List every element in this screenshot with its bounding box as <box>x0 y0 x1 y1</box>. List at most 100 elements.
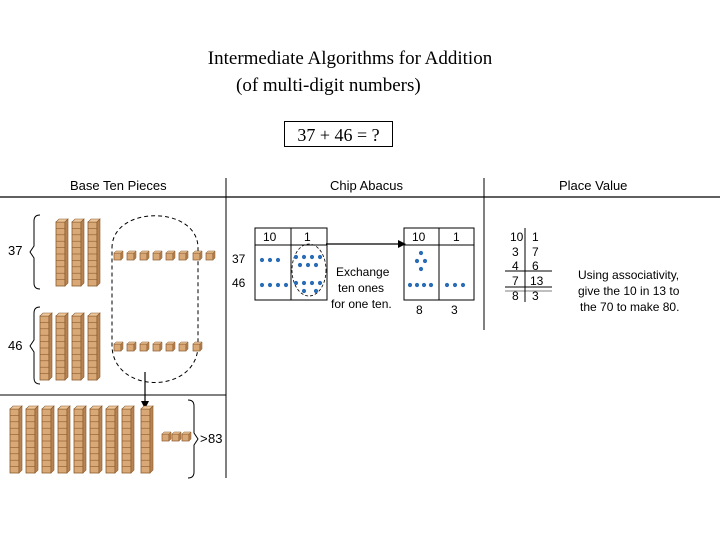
chip <box>267 257 273 263</box>
pv-note-1: Using associativity, <box>578 268 680 282</box>
column-header-base-ten: Base Ten Pieces <box>70 178 167 193</box>
chip <box>267 282 273 288</box>
unit-cube <box>165 250 176 261</box>
title-line-2: (of multi-digit numbers) <box>236 75 421 96</box>
ten-rod <box>73 405 87 474</box>
abacus-row-37: 37 <box>232 252 246 266</box>
chip <box>407 282 413 288</box>
chip <box>452 282 458 288</box>
chip <box>309 254 315 260</box>
unit-cube <box>181 431 192 442</box>
chip <box>309 280 315 286</box>
chip <box>293 280 299 286</box>
chip <box>414 282 420 288</box>
abacus-left-tens-header: 10 <box>263 230 277 244</box>
label-83: 83 <box>208 431 223 446</box>
pv-header-ones: 1 <box>532 230 539 244</box>
exchange-text-2: ten ones <box>338 281 385 295</box>
pv-row-3-ones: 13 <box>530 274 544 288</box>
unit-cube <box>192 250 203 261</box>
chip <box>313 262 319 268</box>
ten-rod <box>87 312 101 381</box>
ten-rod <box>71 312 85 381</box>
unit-cube <box>192 341 203 352</box>
chip <box>297 262 303 268</box>
ten-rod <box>57 405 71 474</box>
unit-cube <box>139 250 150 261</box>
chip <box>305 262 311 268</box>
unit-cube <box>178 341 189 352</box>
ten-rod <box>121 405 135 474</box>
ten-rod <box>9 405 23 474</box>
ten-rod <box>41 405 55 474</box>
ten-rod <box>71 218 85 287</box>
chip <box>317 254 323 260</box>
pv-row-3-tens: 7 <box>512 274 519 288</box>
pv-note-2: give the 10 in 13 to <box>578 284 680 298</box>
pv-row-1-ones: 7 <box>532 245 539 259</box>
abacus-left-ones-header: 1 <box>304 230 311 244</box>
exchange-arrow-head <box>398 240 406 248</box>
unit-cube <box>113 250 124 261</box>
abacus-result-ones: 3 <box>451 303 458 317</box>
ten-rod <box>55 312 69 381</box>
chip <box>301 254 307 260</box>
chip <box>313 288 319 294</box>
chip <box>460 282 466 288</box>
ten-rod <box>25 405 39 474</box>
ten-rod <box>105 405 119 474</box>
ten-rod <box>89 405 103 474</box>
abacus-right-ones-header: 1 <box>453 230 460 244</box>
equation-box: 37 + 46 = ? <box>284 121 393 147</box>
chip <box>418 266 424 272</box>
abacus-row-46: 46 <box>232 276 246 290</box>
chip <box>301 280 307 286</box>
unit-cube <box>139 341 150 352</box>
pv-row-2-ones: 6 <box>532 259 539 273</box>
chip <box>283 282 289 288</box>
unit-cube <box>161 431 172 442</box>
pv-row-4-tens: 8 <box>512 289 519 303</box>
chip <box>317 280 323 286</box>
chip <box>422 258 428 264</box>
unit-cube <box>178 250 189 261</box>
pv-row-1-tens: 3 <box>512 245 519 259</box>
unit-cube <box>205 250 216 261</box>
chip <box>418 250 424 256</box>
unit-cube <box>113 341 124 352</box>
loop-arrow-head <box>141 401 149 409</box>
bracket-46 <box>29 306 41 385</box>
title-line-1: Intermediate Algorithms for Addition <box>207 48 493 69</box>
chip <box>275 282 281 288</box>
column-header-chip-abacus: Chip Abacus <box>330 178 403 193</box>
label-83-arrow: > <box>200 431 208 446</box>
unit-cube <box>171 431 182 442</box>
abacus-right-tens-header: 10 <box>412 230 426 244</box>
chip <box>293 254 299 260</box>
bracket-83 <box>187 399 199 479</box>
pv-note-3: the 70 to make 80. <box>580 300 680 314</box>
chip <box>301 288 307 294</box>
dashed-loop <box>111 215 199 383</box>
chip <box>414 258 420 264</box>
ten-rod <box>39 312 53 381</box>
chip <box>259 282 265 288</box>
unit-cube <box>165 341 176 352</box>
chip <box>444 282 450 288</box>
bracket-37 <box>29 214 41 290</box>
ten-rod <box>55 218 69 287</box>
ten-rod <box>87 218 101 287</box>
ten-rod <box>140 405 154 474</box>
abacus-ones-dashed-circle <box>291 243 327 297</box>
unit-cube <box>152 341 163 352</box>
chip <box>421 282 427 288</box>
unit-cube <box>126 341 137 352</box>
pv-header-tens: 10 <box>510 230 524 244</box>
label-46: 46 <box>8 338 23 353</box>
column-header-place-value: Place Value <box>559 178 628 193</box>
chip <box>428 282 434 288</box>
label-37: 37 <box>8 243 23 258</box>
exchange-text-3: for one ten. <box>331 297 392 311</box>
pv-row-2-tens: 4 <box>512 259 519 273</box>
